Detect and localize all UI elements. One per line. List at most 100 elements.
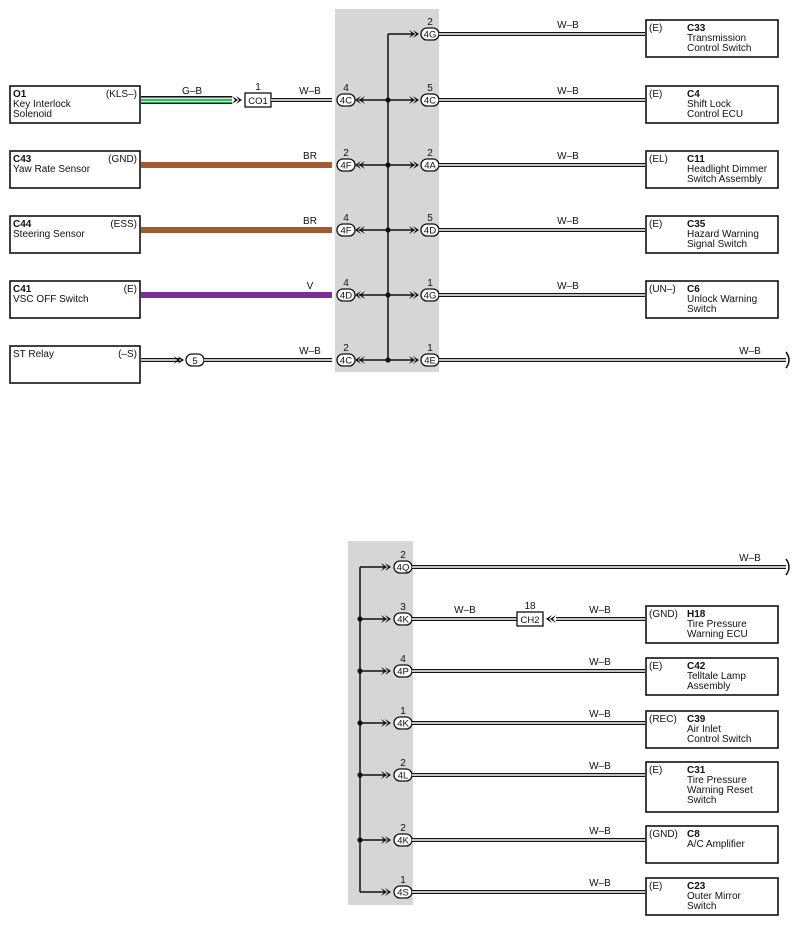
- top-right-component-2-terminal: (EL): [649, 154, 668, 165]
- top-right-component-4-box: [645, 280, 779, 319]
- top-right-component-0-line-1: Control Switch: [687, 43, 751, 54]
- bottom-component-1-box: [645, 657, 779, 696]
- top-right-component-2-box: [645, 150, 779, 189]
- bottom-bus-dot-4: [357, 772, 363, 778]
- top-left-component-3-box: [9, 280, 141, 319]
- wire-co1-label: W–B: [299, 86, 321, 97]
- top-left-component-4-box: [9, 345, 141, 384]
- bottom-chev-0-chev2: [385, 563, 391, 571]
- top-right-wire-label-5: W–B: [739, 346, 761, 357]
- top-left-connector-1-pin: 4: [343, 83, 349, 94]
- top-right-connector-1-pin: 5: [427, 83, 433, 94]
- top-right-component-1-line-1: Control ECU: [687, 109, 743, 120]
- top-right-wire-label-0: W–B: [557, 20, 579, 31]
- bottom-connector-2-code: 4P: [397, 667, 409, 678]
- top-continue-mark: [785, 351, 790, 369]
- top-left-connector-3-code: 4F: [340, 226, 351, 237]
- bottom-component-2-line-0: Air Inlet: [687, 724, 721, 735]
- top-right-component-2-line-0: Headlight Dimmer: [687, 164, 768, 175]
- bottom-component-5-line-1: Switch: [687, 901, 716, 912]
- top-right-connector-4-pin: 1: [427, 278, 433, 289]
- wire-left-label-4: V: [307, 281, 314, 292]
- bottom-component-0-id: H18: [687, 609, 706, 620]
- top-left-component-0-line-1: Solenoid: [13, 109, 52, 120]
- top-left-chev-2-chev2: [355, 161, 361, 169]
- ch2-code: CH2: [520, 615, 539, 626]
- top-right-component-0-id: C33: [687, 23, 706, 34]
- top-right-wire-label-3: W–B: [557, 216, 579, 227]
- top-left-component-2-terminal: (ESS): [110, 219, 137, 230]
- bottom-chev-6-chev1: [381, 888, 387, 896]
- bottom-connector-1-code: 4K: [397, 615, 409, 626]
- top-right-connector-3-pin: 5: [427, 213, 433, 224]
- bottom-component-3-line-2: Switch: [687, 795, 716, 806]
- bottom-component-5-id: C23: [687, 881, 706, 892]
- bottom-chev-1-chev1: [381, 615, 387, 623]
- bottom-wire-label-2: W–B: [589, 657, 611, 668]
- bottom-component-2-terminal: (REC): [649, 714, 677, 725]
- top-right-chev-5-chev1: [409, 356, 415, 364]
- top-left-component-2-id: C44: [13, 219, 32, 230]
- bottom-wire-label-0: W–B: [739, 553, 761, 564]
- top-right-connector-3-code: 4D: [424, 226, 436, 237]
- top-left-connector-4-pin: 4: [343, 278, 349, 289]
- bottom-bus-dot-5: [357, 837, 363, 843]
- bottom-bus-dot-3: [357, 720, 363, 726]
- top-left-connector-2-pin: 2: [343, 148, 349, 159]
- bottom-connector-3-code: 4K: [397, 719, 409, 730]
- top-right-component-4-id: C6: [687, 284, 700, 295]
- bottom-component-4-id: C8: [687, 829, 700, 840]
- bottom-component-4-terminal: (GND): [649, 829, 678, 840]
- bottom-chev-1-chev2: [385, 615, 391, 623]
- top-right-component-1-box: [645, 85, 779, 124]
- co1-entry-chev2: [236, 96, 242, 104]
- bottom-chev-2-chev2: [385, 667, 391, 675]
- top-right-connector-2-pin: 2: [427, 148, 433, 159]
- co1-entry-chev1: [232, 96, 238, 104]
- bottom-component-3-line-1: Warning Reset: [687, 785, 753, 796]
- st-pill-code: 5: [192, 356, 197, 367]
- top-right-component-3-id: C35: [687, 219, 706, 230]
- bottom-connector-5-pin: 2: [400, 823, 406, 834]
- top-left-component-1-id: C43: [13, 154, 32, 165]
- top-left-component-3-id: C41: [13, 284, 32, 295]
- top-left-chev-3-chev2: [355, 226, 361, 234]
- top-right-component-1-terminal: (E): [649, 89, 662, 100]
- bottom-component-5-box: [645, 877, 779, 916]
- ch2-chev-chev2: [546, 615, 552, 623]
- bottom-component-2-id: C39: [687, 714, 706, 725]
- st-chev-chev1: [174, 356, 180, 364]
- bottom-chev-3-chev1: [381, 719, 387, 727]
- top-left-component-0-id: O1: [13, 89, 27, 100]
- bottom-wire-1a-label: W–B: [454, 605, 476, 616]
- top-right-chev-1-chev1: [409, 96, 415, 104]
- bottom-component-4-line-0: A/C Amplifier: [687, 839, 745, 850]
- top-left-component-2-line-0: Steering Sensor: [13, 229, 85, 240]
- co1-code: CO1: [248, 96, 268, 107]
- bottom-connector-6-code: 4S: [397, 888, 409, 899]
- top-right-chev-4-chev1: [409, 291, 415, 299]
- top-right-chev-5-chev2: [413, 356, 419, 364]
- ch2-chev-chev1: [550, 615, 556, 623]
- top-right-component-3-line-1: Signal Switch: [687, 239, 747, 250]
- wire-gb-label: G–B: [182, 86, 202, 97]
- top-right-wire-label-4: W–B: [557, 281, 579, 292]
- bottom-chev-5-chev2: [385, 836, 391, 844]
- top-right-component-1-line-0: Shift Lock: [687, 99, 732, 110]
- top-right-chev-0-chev2: [413, 30, 419, 38]
- top-right-component-1-id: C4: [687, 89, 700, 100]
- bottom-component-2-box: [645, 710, 779, 749]
- top-right-connector-2-code: 4A: [424, 161, 436, 172]
- bottom-component-1-line-1: Assembly: [687, 681, 730, 692]
- top-right-component-3-terminal: (E): [649, 219, 662, 230]
- top-right-connector-0-pin: 2: [427, 17, 433, 28]
- top-right-chev-3-chev2: [413, 226, 419, 234]
- bottom-chev-6-chev2: [385, 888, 391, 896]
- wire-st-label: W–B: [299, 346, 321, 357]
- top-left-component-1-line-0: Yaw Rate Sensor: [13, 164, 91, 175]
- bottom-connector-5-code: 4K: [397, 836, 409, 847]
- top-left-chev-1-chev2: [355, 96, 361, 104]
- bottom-component-3-line-0: Tire Pressure: [687, 775, 747, 786]
- bottom-component-5-line-0: Outer Mirror: [687, 891, 742, 902]
